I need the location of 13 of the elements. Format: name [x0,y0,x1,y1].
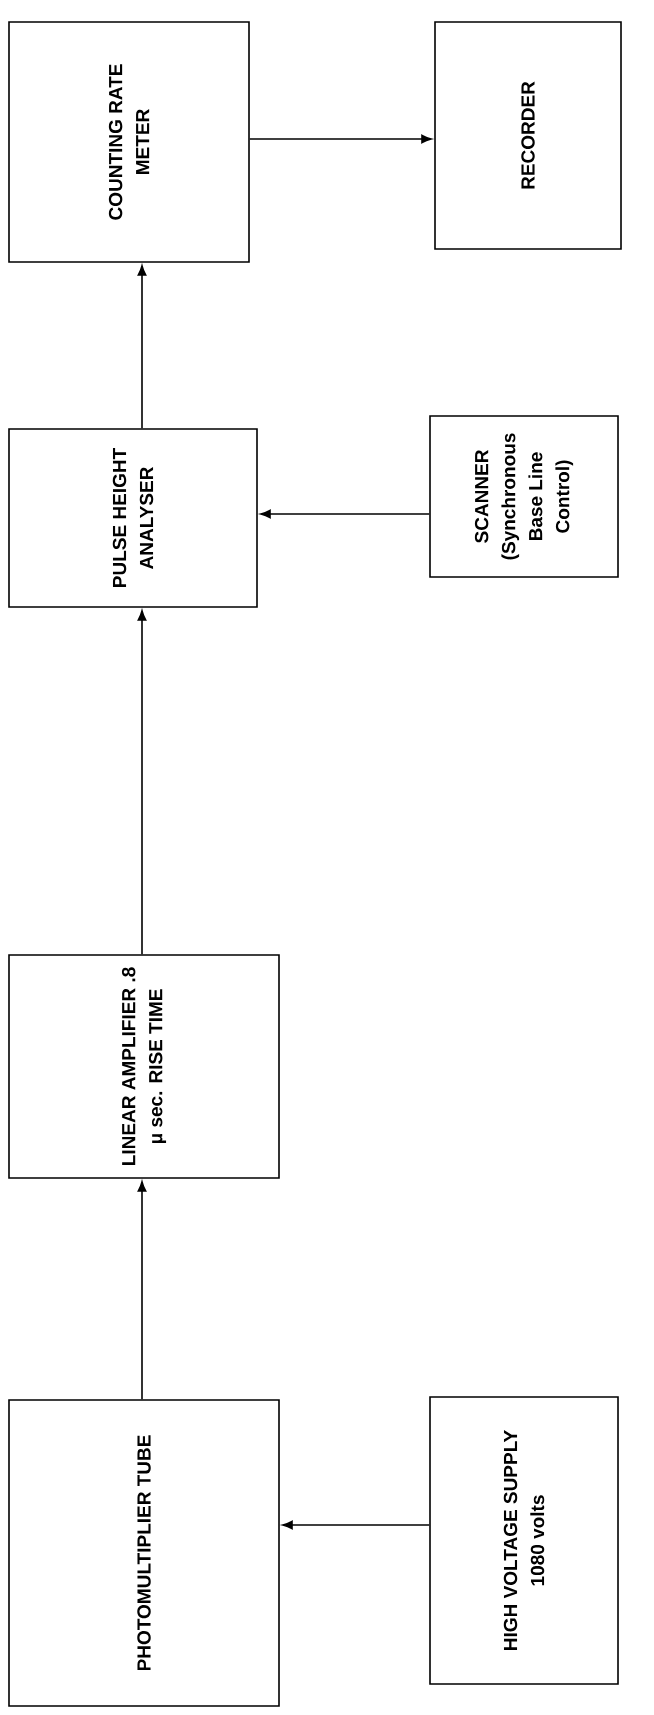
arrow [249,134,432,144]
instrument-box: SCANNER (Synchronous Base Line Control) [429,415,619,578]
instrument-box: PULSE HEIGHT ANALYSER [8,428,258,608]
instrument-box: PHOTOMULTIPLIER TUBE [8,1399,280,1707]
arrow [260,509,430,519]
arrow [282,1520,430,1530]
arrow [137,265,147,429]
arrow [137,1181,147,1400]
instrument-box: HIGH VOLTAGE SUPPLY 1080 volts [429,1396,619,1685]
instrument-box: RECORDER [434,21,622,250]
instrument-box: COUNTING RATE METER [8,21,250,263]
instrument-box: LINEAR AMPLIFIER .8 μ sec. RISE TIME [8,954,280,1179]
arrow [137,610,147,955]
